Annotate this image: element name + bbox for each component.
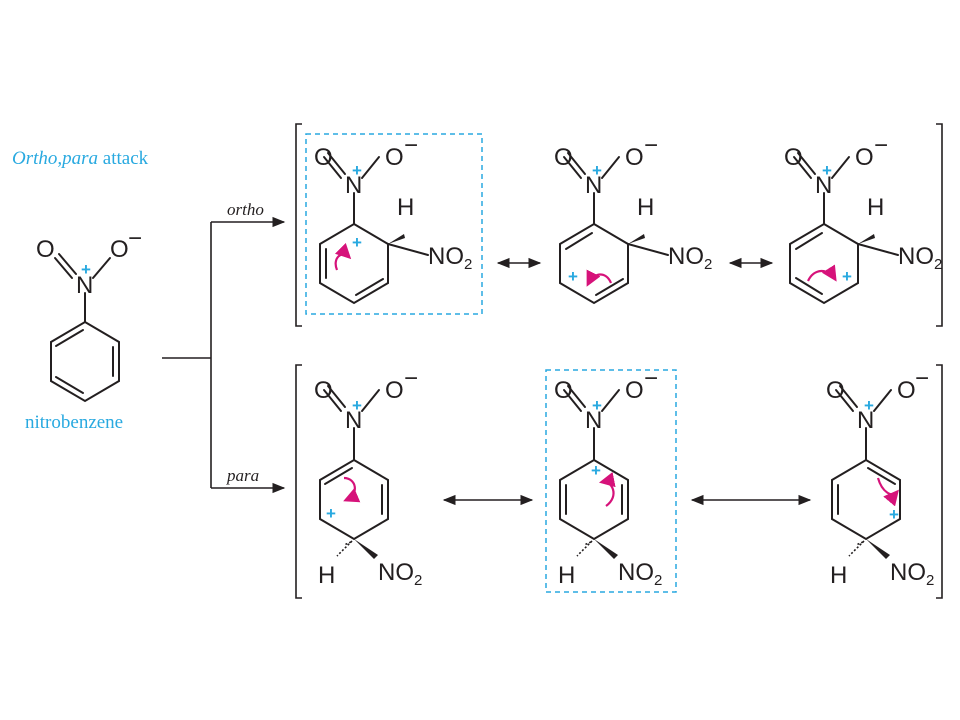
hydrogen: H: [830, 562, 847, 589]
nitrogen-plus-charge: +: [592, 396, 602, 415]
oxygen-2: O: [385, 144, 404, 171]
nitrogen: N: [857, 407, 874, 434]
oxygen-minus-charge: −: [644, 132, 658, 159]
nitro-group-main: NO: [378, 559, 414, 586]
ortho-structure-2: O O − N + H NO2 +: [554, 132, 712, 305]
nitro-group-main: NO: [890, 559, 926, 586]
nitrogen: N: [585, 407, 602, 434]
nitrobenzene-structure: O O − N + nitrobenzene: [25, 225, 142, 433]
nitro-group: NO2: [890, 559, 934, 589]
nitrogen-plus-charge: +: [592, 161, 602, 180]
title-prefix: Ortho,para: [12, 148, 98, 169]
resonance-arrows: [442, 257, 812, 506]
oxygen-2: O: [625, 377, 644, 404]
carbocation-plus: +: [889, 505, 899, 524]
hydrogen: H: [318, 562, 335, 589]
oxygen-minus-charge: −: [644, 365, 658, 392]
nitro-group-subscript: 2: [934, 256, 942, 273]
nitrogen-plus-charge: +: [352, 161, 362, 180]
carbocation-plus: +: [568, 267, 578, 286]
nitro-group-subscript: 2: [414, 572, 422, 589]
nitro-group-subscript: 2: [464, 256, 472, 273]
hydrogen: H: [558, 562, 575, 589]
oxygen-minus-charge: −: [404, 132, 418, 159]
carbocation-plus: +: [352, 233, 362, 252]
nitro-oxygen-2: O: [110, 236, 129, 263]
nitrogen-plus-charge: +: [81, 260, 91, 279]
nitro-group-subscript: 2: [704, 256, 712, 273]
ortho-structure-3: O O − N + H NO2 +: [784, 132, 942, 305]
nitro-group-main: NO: [618, 559, 654, 586]
carbocation-plus: +: [842, 267, 852, 286]
oxygen-1: O: [826, 377, 845, 404]
oxygen-2: O: [855, 144, 874, 171]
nitrobenzene-label: nitrobenzene: [25, 412, 123, 433]
nitro-group: NO2: [668, 243, 712, 273]
nitro-group: NO2: [378, 559, 422, 589]
nitro-group-main: NO: [428, 243, 464, 270]
nitro-nitrogen: N: [76, 272, 93, 299]
nitro-oxygen-1: O: [36, 236, 55, 263]
oxygen-2: O: [625, 144, 644, 171]
para-structure-1: O O − N + H NO2 +: [314, 365, 422, 589]
title: Ortho,para attack: [12, 148, 149, 169]
oxygen-1: O: [314, 144, 333, 171]
oxygen-1: O: [314, 377, 333, 404]
nitro-group: NO2: [618, 559, 662, 589]
ortho-structure-1: O O − N + H NO2 +: [314, 132, 472, 305]
nitrogen-plus-charge: +: [864, 396, 874, 415]
nitrogen: N: [345, 407, 362, 434]
para-structure-2: O O − N + H NO2 +: [554, 365, 662, 589]
oxygen-1: O: [784, 144, 803, 171]
branch-arrows: ortho para: [162, 200, 286, 494]
ortho-highlight-box: [305, 133, 483, 315]
nitro-group-main: NO: [898, 243, 934, 270]
nitrogen: N: [585, 172, 602, 199]
nitro-group-subscript: 2: [654, 572, 662, 589]
oxygen-minus-charge: −: [128, 225, 142, 252]
hydrogen: H: [637, 194, 654, 221]
oxygen-2: O: [385, 377, 404, 404]
nitro-group-main: NO: [668, 243, 704, 270]
nitro-group-subscript: 2: [926, 572, 934, 589]
oxygen-1: O: [554, 144, 573, 171]
hydrogen: H: [867, 194, 884, 221]
nitro-group: NO2: [428, 243, 472, 273]
oxygen-2: O: [897, 377, 916, 404]
title-suffix: attack: [98, 148, 149, 169]
para-structure-3: O O − N + H NO2 +: [826, 365, 934, 589]
nitrogen: N: [815, 172, 832, 199]
para-highlight-box: [545, 369, 677, 593]
oxygen-minus-charge: −: [874, 132, 888, 159]
oxygen-1: O: [554, 377, 573, 404]
nitrogen-plus-charge: +: [352, 396, 362, 415]
nitro-group: NO2: [898, 243, 942, 273]
ortho-branch-label: ortho: [227, 200, 264, 219]
oxygen-minus-charge: −: [404, 365, 418, 392]
nitrogen: N: [345, 172, 362, 199]
carbocation-plus: +: [326, 504, 336, 523]
oxygen-minus-charge: −: [915, 365, 929, 392]
carbocation-plus: +: [591, 461, 601, 480]
brackets: [295, 123, 943, 599]
para-branch-label: para: [226, 466, 259, 485]
nitrogen-plus-charge: +: [822, 161, 832, 180]
hydrogen: H: [397, 194, 414, 221]
